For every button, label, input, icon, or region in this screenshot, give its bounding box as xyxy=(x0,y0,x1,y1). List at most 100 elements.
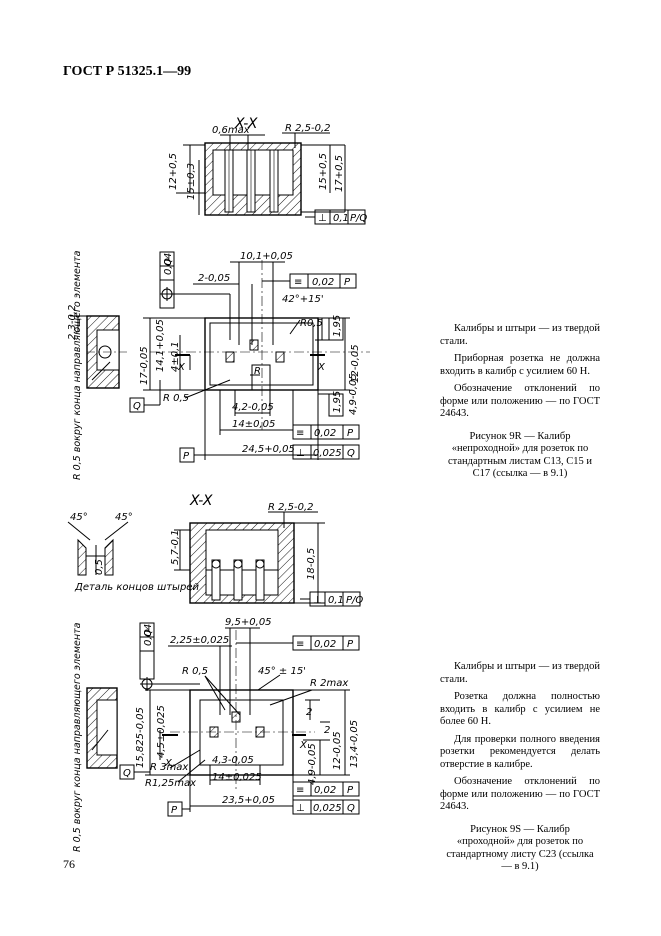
fig9r-dim-h15-03: 15±0,3 xyxy=(186,163,197,200)
fig9s-r05: R 0,5 xyxy=(182,666,208,677)
fig9s-x-mark-left: X xyxy=(164,758,173,769)
fig9s-note-1: Калибры и штыри — из твердой стали. xyxy=(440,661,600,685)
fig9s-dim-12: 12-0,05 xyxy=(332,731,343,770)
fig9s-dim-h18: 18-0,5 xyxy=(306,548,317,580)
fig9r-side-view xyxy=(70,315,130,389)
fig9s-tol-datum: P/Q xyxy=(346,595,363,606)
fig9s-r125: R1,25max xyxy=(145,778,196,789)
fig9s-sym-value: 0,02 xyxy=(314,639,336,650)
fig9r-x-mark-left: X xyxy=(177,362,186,373)
fig9s-caption: Рисунок 9S — Калибр «проходной» для розе… xyxy=(446,823,594,873)
fig9r-side-note: R 0,5 вокруг конца направляющего элемент… xyxy=(72,250,83,480)
fig9r-dim-195: 1,95 xyxy=(332,315,343,337)
fig9r-dim-2: 2-0,05 xyxy=(198,273,230,284)
fig9s-pin-detail xyxy=(67,521,129,576)
fig9s-note-4: Обозначение отклонений по форме или поло… xyxy=(440,776,600,812)
fig9s-dim-235: 23,5+0,05 xyxy=(222,795,275,806)
fig9s-note-3: Для проверки полного введения розетки ре… xyxy=(440,733,600,770)
fig9r-datum-p: P xyxy=(183,451,190,462)
fig9r-section-label: X-X xyxy=(234,116,258,132)
fig9r-dim-101: 10,1+0,05 xyxy=(240,251,293,262)
fig9s-tol-sym: ⊥ xyxy=(313,595,322,606)
fig9s-main xyxy=(119,622,360,817)
fig9s-flat-value: 0,04 xyxy=(143,624,154,646)
fig9r-x-mark-right: X xyxy=(317,362,326,373)
fig9s-r2max: R 2max xyxy=(310,678,348,689)
fig9r-caption: Рисунок 9R — Калибр «непроходной» для ро… xyxy=(448,430,592,480)
fig9r-tol-sym: ⊥ xyxy=(318,213,327,224)
fig9r-dim-17: 17-0,05 xyxy=(139,346,150,385)
fig9r-sym-icon: ≡ xyxy=(294,277,302,288)
fig9r-frame-perp-icon: ⊥ xyxy=(296,448,305,459)
fig9r-note-1: Калибры и штыри — из твердой стали. xyxy=(440,323,600,347)
fig9s-dim-49: 4,9-0,05 xyxy=(307,743,318,785)
fig9r-frame-sym-icon: ≡ xyxy=(296,428,304,439)
fig9s-frame-perp-datum: Q xyxy=(347,803,355,814)
fig9r-tol-value: 0,1 xyxy=(333,213,349,224)
fig9r-r05: R0,5 xyxy=(300,318,323,329)
fig9s-side-note: R 0,5 вокруг конца направляющего элемент… xyxy=(72,622,83,852)
fig9r-dim-23: 2,3-0,2 xyxy=(67,305,78,340)
fig9s-dim-2b: 2 xyxy=(324,725,330,736)
fig9r-dim-h15: 15+0,5 xyxy=(318,153,329,190)
fig9s-dim-radius: R 2,5-0,2 xyxy=(268,502,314,513)
fig9r-dim-12: 12-0,05 xyxy=(350,344,361,383)
fig9r-note-3: Обозначение отклонений по форме или поло… xyxy=(440,383,600,419)
fig9s-flat-datum: Q xyxy=(143,629,154,637)
fig9r-r05b: R 0,5 xyxy=(163,393,189,404)
fig9s-dim-95: 9,5+0,05 xyxy=(225,617,272,628)
fig9s-pin-dim: 0,5 xyxy=(94,559,105,575)
fig9s-dim-225: 2,25±0,025 xyxy=(170,635,229,646)
fig9s-dim-2: 2 xyxy=(306,707,312,718)
fig9r-dim-195b: 1,95 xyxy=(332,391,343,413)
fig9s-datum-p: P xyxy=(171,805,178,816)
fig9s-pin-label: Деталь концов штырей xyxy=(74,582,199,593)
fig9s-sym-icon: ≡ xyxy=(296,639,304,650)
fig9r-dim-h17: 17+0,5 xyxy=(334,155,345,192)
fig9r-note-2: Приборная розетка не должна входить в ка… xyxy=(440,353,600,377)
fig9r-dim-14: 14±0,05 xyxy=(232,419,275,430)
fig9r-flat-value: 0,04 xyxy=(163,253,174,275)
fig9r-dim-top-width: 0,6max xyxy=(212,125,250,136)
fig9s-tol-value: 0,1 xyxy=(328,595,344,606)
fig9r-r: R xyxy=(254,366,261,377)
fig9s-frame-sym-icon: ≡ xyxy=(296,785,304,796)
fig9s-frame-perp-icon: ⊥ xyxy=(296,803,305,814)
fig9r-section xyxy=(176,132,366,225)
fig9s-dim-134: 13,4-0,05 xyxy=(349,720,360,768)
fig9r-dim-h12: 12+0,5 xyxy=(168,153,179,190)
fig9s-pin-angle1: 45° xyxy=(70,512,88,523)
fig9r-dim-42: 4,2-0,05 xyxy=(232,402,274,413)
fig9r-dim-245: 24,5+0,05 xyxy=(242,444,295,455)
fig9r-dim-radius: R 2,5-0,2 xyxy=(285,123,331,134)
fig9r-sym-datum: P xyxy=(344,277,351,288)
fig9s-dim-h57: 5,7-0,1 xyxy=(170,530,181,565)
fig9r-frame-sym-value: 0,02 xyxy=(314,428,336,439)
fig9s-angle: 45° ± 15' xyxy=(258,666,306,677)
fig9s-notes: Калибры и штыри — из твердой стали. Розе… xyxy=(440,661,600,879)
fig9s-note-2: Розетка должна полностью входить в калиб… xyxy=(440,691,600,727)
fig9r-main xyxy=(129,251,370,463)
fig9r-angle: 42°+15' xyxy=(282,294,324,305)
fig9s-frame-perp-value: 0,025 xyxy=(313,803,342,814)
fig9r-frame-perp-datum: Q xyxy=(347,448,355,459)
fig9s-dim-45: 4,5±0,025 xyxy=(156,705,167,758)
fig9s-r3max: R 3max xyxy=(150,762,188,773)
fig9s-dim-14: 14±0,025 xyxy=(212,772,262,783)
fig9r-frame-sym-datum: P xyxy=(347,428,354,439)
fig9r-dim-141: 14,1+0,05 xyxy=(155,319,166,372)
document-header: ГОСТ Р 51325.1—99 xyxy=(63,64,192,79)
fig9r-dim-4: 4±0,1 xyxy=(170,341,181,372)
fig9s-pin-angle2: 45° xyxy=(115,512,133,523)
fig9s-frame-sym-value: 0,02 xyxy=(314,785,336,796)
fig9s-side-view xyxy=(86,687,118,769)
fig9s-datum-q: Q xyxy=(123,768,131,779)
fig9r-sym-value: 0,02 xyxy=(312,277,334,288)
fig9s-dim-15825: 15,825-0,05 xyxy=(135,707,146,768)
page-number: 76 xyxy=(63,857,75,871)
fig9r-datum-q: Q xyxy=(133,401,141,412)
fig9s-section-label: X-X xyxy=(189,493,213,509)
fig9s-dim-43: 4,3-0,05 xyxy=(212,755,254,766)
fig9s-section xyxy=(174,511,361,607)
